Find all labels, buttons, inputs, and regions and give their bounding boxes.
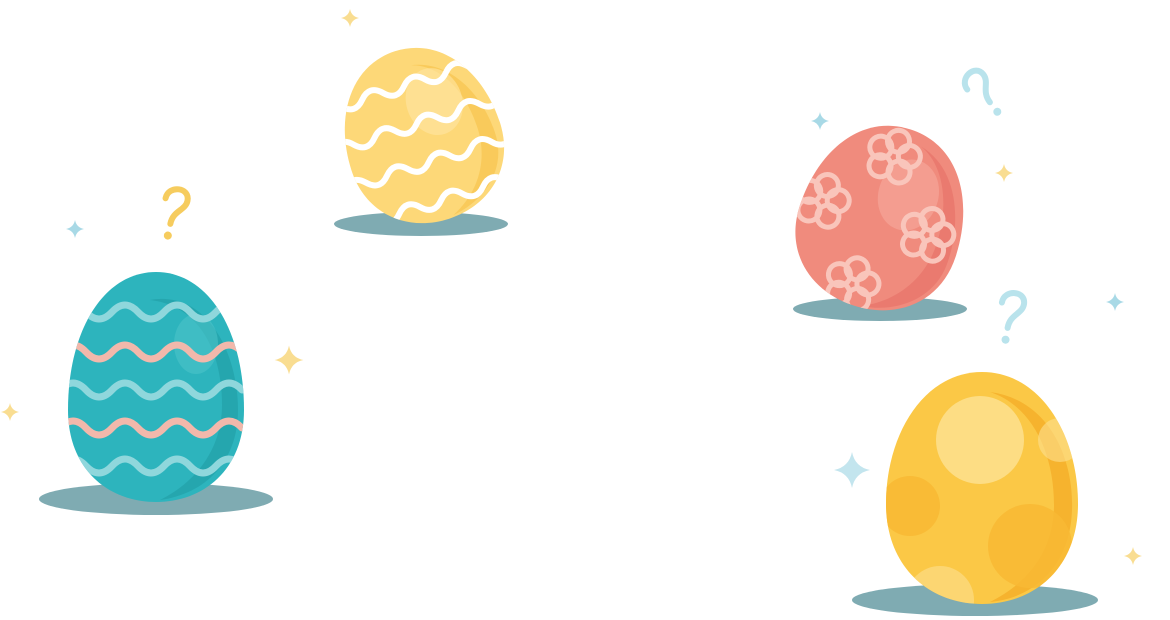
salmon-egg-group bbox=[793, 67, 1002, 321]
gold-spotted-easter-egg-icon bbox=[886, 372, 1078, 604]
sparkle-icon bbox=[995, 164, 1013, 182]
sparkle-icon bbox=[66, 220, 84, 238]
teal-egg-group bbox=[39, 186, 273, 515]
question-mark-icon bbox=[961, 67, 1002, 116]
salmon-flower-easter-egg-icon bbox=[795, 125, 964, 313]
yellow-wavy-easter-egg-icon bbox=[320, 47, 524, 231]
sparkle-icon bbox=[341, 9, 359, 27]
sparkle-icon bbox=[1, 403, 19, 421]
yellow-egg-group bbox=[320, 47, 524, 236]
teal-wavy-easter-egg-icon bbox=[68, 272, 244, 502]
sparkle-icon bbox=[811, 112, 829, 130]
sparkle-icon bbox=[834, 452, 870, 488]
question-mark-icon bbox=[998, 290, 1027, 344]
gold-egg-group bbox=[852, 290, 1098, 616]
sparkle-icon bbox=[1106, 293, 1124, 311]
question-mark-icon bbox=[162, 186, 191, 240]
yellow-egg-shadow bbox=[334, 212, 508, 236]
sparkle-icon bbox=[1124, 547, 1142, 565]
sparkles bbox=[1, 9, 1142, 565]
sparkle-icon bbox=[274, 345, 304, 375]
